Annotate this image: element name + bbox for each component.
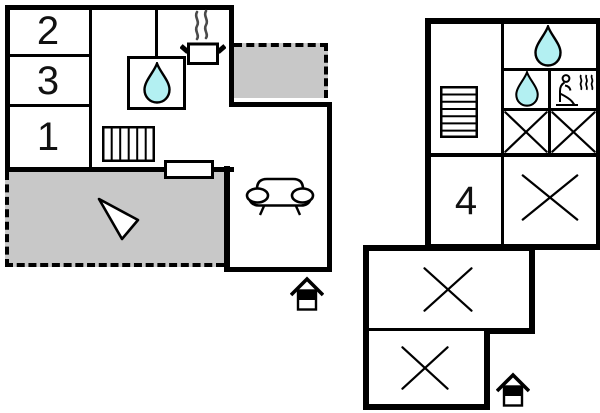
room-label: 2 xyxy=(36,8,60,53)
room-label: 1 xyxy=(36,115,60,159)
sofa-icon xyxy=(245,177,315,216)
window-marker xyxy=(164,160,214,179)
crossed-room-icon xyxy=(423,267,473,312)
sauna-icon xyxy=(556,74,594,106)
wall-segment xyxy=(484,328,490,410)
wall-segment xyxy=(363,245,369,410)
wall-segment xyxy=(229,5,234,107)
crossed-room-icon xyxy=(551,111,596,153)
water-drop-icon xyxy=(142,62,171,104)
room-divider xyxy=(155,7,158,57)
kitchen-pot-icon xyxy=(180,9,226,65)
crossed-room-icon xyxy=(521,174,579,221)
room-divider xyxy=(89,7,92,167)
wall-segment xyxy=(484,328,535,334)
entrance-house-icon xyxy=(496,372,530,407)
room-label: 3 xyxy=(36,58,60,103)
wall-segment xyxy=(425,18,600,24)
wall-segment xyxy=(363,404,490,410)
room-divider xyxy=(501,24,504,244)
wall-segment xyxy=(224,166,230,272)
room-divider xyxy=(7,54,89,57)
wall-segment xyxy=(5,5,10,172)
direction-arrow-icon xyxy=(97,197,140,241)
water-drop-icon xyxy=(515,71,539,107)
room-divider xyxy=(369,328,484,331)
room-divider xyxy=(7,104,89,107)
room-divider xyxy=(548,71,551,111)
bathroom-box xyxy=(127,56,186,110)
wall-segment xyxy=(327,102,332,272)
wall-segment xyxy=(529,245,535,334)
wall-segment xyxy=(229,267,332,272)
terrace-upper xyxy=(234,43,328,98)
room-divider xyxy=(504,68,596,71)
water-drop-icon xyxy=(534,25,562,67)
wall-segment xyxy=(5,167,234,172)
room-divider xyxy=(548,111,551,153)
entrance-house-icon xyxy=(290,276,324,311)
room-label: 4 xyxy=(454,178,478,223)
wall-segment xyxy=(363,245,535,251)
wall-segment xyxy=(596,18,600,250)
wall-segment xyxy=(425,18,431,250)
crossed-room-icon xyxy=(401,346,449,390)
stairs-icon xyxy=(440,86,478,138)
crossed-room-icon xyxy=(504,111,548,153)
wall-segment xyxy=(5,5,234,10)
wall-segment xyxy=(229,102,332,107)
stairs-icon xyxy=(102,126,155,162)
room-divider xyxy=(431,153,596,157)
